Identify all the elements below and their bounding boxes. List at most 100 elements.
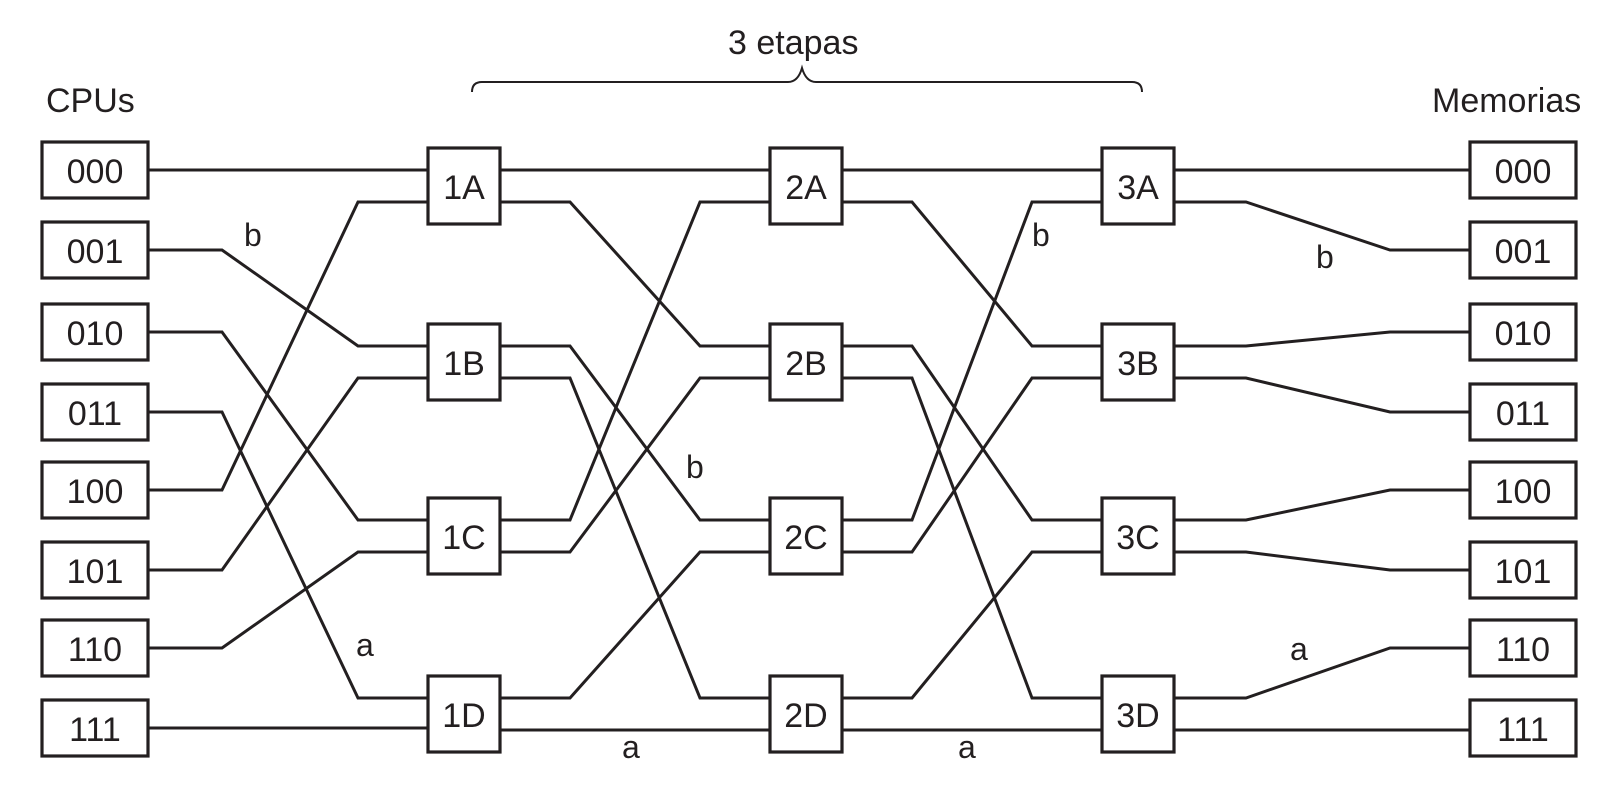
cpu-011: 011 xyxy=(40,382,150,442)
memory-110-label: 110 xyxy=(1496,631,1550,669)
switch-3A-label: 3A xyxy=(1117,169,1159,207)
memory-001-frame xyxy=(1468,220,1578,280)
path-tag-a: a xyxy=(622,729,640,765)
path-tag-a: a xyxy=(356,627,374,663)
switch-2B-frame xyxy=(768,322,844,402)
memory-000: 000 xyxy=(1468,140,1578,200)
switch-2D-label: 2D xyxy=(784,697,827,735)
wire-cpu-1 xyxy=(148,248,428,348)
nodes-layer: 0000010100111001011101110000010100111001… xyxy=(40,140,1578,758)
switch-2A-label: 2A xyxy=(785,169,827,207)
cpu-011-label: 011 xyxy=(68,395,122,433)
memory-100: 100 xyxy=(1468,460,1578,520)
switch-1A-frame xyxy=(426,146,502,226)
cpu-000-frame xyxy=(40,140,150,200)
cpus-label: CPUs xyxy=(46,82,135,120)
cpu-111-label: 111 xyxy=(69,711,121,749)
cpu-001-label: 001 xyxy=(67,233,124,271)
memory-010-frame xyxy=(1468,302,1578,362)
switch-3B-label: 3B xyxy=(1117,345,1159,383)
cpu-101-label: 101 xyxy=(67,553,124,591)
switch-2B: 2B xyxy=(768,322,844,402)
wire-mem-4 xyxy=(1174,488,1470,522)
wire-mem-6 xyxy=(1174,646,1470,700)
wire-mem-2 xyxy=(1174,330,1470,348)
switch-1B: 1B xyxy=(426,322,502,402)
wire-s1-s2-6 xyxy=(500,550,770,700)
switch-1A: 1A xyxy=(426,146,502,226)
switch-1D-label: 1D xyxy=(442,697,485,735)
cpu-001-frame xyxy=(40,220,150,280)
memories-label: Memorias xyxy=(1432,82,1581,120)
memory-011-frame xyxy=(1468,382,1578,442)
wire-s2-s3-4 xyxy=(842,200,1102,522)
path-tag-b: b xyxy=(1316,239,1334,275)
wire-s1-s2-5 xyxy=(500,376,770,554)
cpu-010-label: 010 xyxy=(67,315,124,353)
switch-2D: 2D xyxy=(768,674,844,754)
cpu-001: 001 xyxy=(40,220,150,280)
wire-cpu-5 xyxy=(148,376,428,572)
cpu-111: 111 xyxy=(40,698,150,758)
memory-100-frame xyxy=(1468,460,1578,520)
memory-101-frame xyxy=(1468,540,1578,600)
switch-2B-label: 2B xyxy=(785,345,827,383)
wire-mem-3 xyxy=(1174,376,1470,414)
memory-101-label: 101 xyxy=(1495,553,1552,591)
memory-111-frame xyxy=(1468,698,1578,758)
switch-1A-label: 1A xyxy=(443,169,485,207)
path-tag-b: b xyxy=(244,217,262,253)
path-tags-layer: b b b b a a a a xyxy=(244,217,1334,765)
path-tag-a: a xyxy=(1290,631,1308,667)
wire-s2-s3-3 xyxy=(842,376,1102,700)
memory-011-label: 011 xyxy=(1496,395,1550,433)
switch-2C: 2C xyxy=(768,496,844,576)
wire-s2-s3-1 xyxy=(842,200,1102,348)
cpu-010: 010 xyxy=(40,302,150,362)
memory-101: 101 xyxy=(1468,540,1578,600)
memory-110: 110 xyxy=(1468,618,1578,678)
cpu-101: 101 xyxy=(40,540,150,600)
wire-cpu-3 xyxy=(148,410,428,700)
cpu-011-frame xyxy=(40,382,150,442)
memory-110-frame xyxy=(1468,618,1578,678)
memory-001-label: 001 xyxy=(1495,233,1552,271)
memory-111: 111 xyxy=(1468,698,1578,758)
cpu-000: 000 xyxy=(40,140,150,200)
memory-111-label: 111 xyxy=(1497,711,1549,749)
switch-3C: 3C xyxy=(1100,496,1176,576)
wire-cpu-2 xyxy=(148,330,428,522)
wire-cpu-4 xyxy=(148,200,428,492)
memory-100-label: 100 xyxy=(1495,473,1552,511)
stages-brace xyxy=(471,64,1143,93)
path-tag-a: a xyxy=(958,729,976,765)
wire-mem-1 xyxy=(1174,200,1470,252)
cpu-110-label: 110 xyxy=(68,631,122,669)
path-tag-b: b xyxy=(1032,217,1050,253)
wire-s1-s2-4 xyxy=(500,200,770,522)
switch-3D-label: 3D xyxy=(1116,697,1159,735)
cpu-111-frame xyxy=(40,698,150,758)
cpu-010-frame xyxy=(40,302,150,362)
cpu-110: 110 xyxy=(40,618,150,678)
switch-1B-label: 1B xyxy=(443,345,485,383)
switch-1C-frame xyxy=(426,496,502,576)
memory-001: 001 xyxy=(1468,220,1578,280)
memory-011: 011 xyxy=(1468,382,1578,442)
cpu-100-frame xyxy=(40,460,150,520)
cpu-100-label: 100 xyxy=(67,473,124,511)
switch-2C-label: 2C xyxy=(784,519,827,557)
wire-s2-s3-5 xyxy=(842,376,1102,554)
cpu-000-label: 000 xyxy=(67,153,124,191)
switch-1B-frame xyxy=(426,322,502,402)
memory-000-label: 000 xyxy=(1495,153,1552,191)
switch-3C-frame xyxy=(1100,496,1176,576)
cpu-100: 100 xyxy=(40,460,150,520)
switch-1D: 1D xyxy=(426,674,502,754)
switch-2C-frame xyxy=(768,496,844,576)
switch-3A-frame xyxy=(1100,146,1176,226)
wire-s1-s2-2 xyxy=(500,344,770,522)
cpu-101-frame xyxy=(40,540,150,600)
switch-1C: 1C xyxy=(426,496,502,576)
switch-3D: 3D xyxy=(1100,674,1176,754)
